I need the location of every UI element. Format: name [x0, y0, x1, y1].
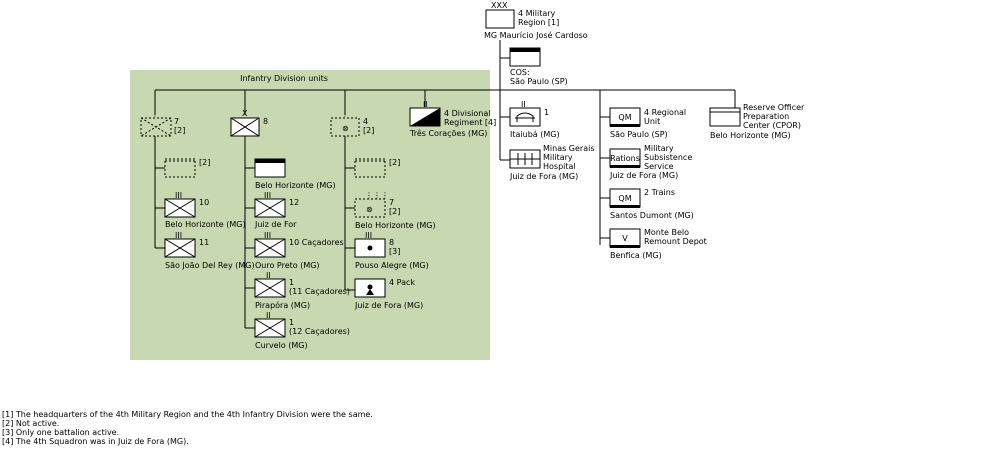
col3-label-1: 7	[389, 198, 394, 207]
col2-label2-3: (11 Caçadores)	[289, 287, 350, 296]
col1-place-1: Belo Horizonte (MG)	[165, 220, 246, 229]
cpor-symbol	[709, 107, 741, 127]
col5-symbol-3: V	[622, 234, 628, 243]
col4-label2-1: Military	[543, 153, 573, 162]
col2-place-1: Juiz de For	[254, 220, 297, 229]
col5-label2-3: Remount Depot	[644, 237, 707, 246]
col5-label-2: 2 Trains	[644, 188, 675, 197]
footnote-2: [2] Not active.	[2, 419, 60, 428]
svg-text:III: III	[365, 231, 372, 240]
col2-label-4: 1	[289, 318, 294, 327]
col1-label-0: [2]	[199, 158, 210, 167]
brigade-4-note: [2]	[363, 126, 374, 135]
cpor-place: Belo Horizonte (MG)	[710, 131, 791, 140]
col5-symbol-1: Rations	[610, 154, 640, 163]
cpor-line3: Center (CPOR)	[743, 121, 801, 130]
cos-bar	[510, 48, 540, 52]
col3-place-1: Belo Horizonte (MG)	[355, 221, 436, 230]
col5-label2-0: Unit	[644, 117, 660, 126]
cpor-line1: Reserve Officer	[743, 103, 805, 112]
col3-place-2: Pouso Alegre (MG)	[355, 261, 429, 270]
col5-place-3: Benfica (MG)	[610, 251, 662, 260]
col1-label-2: 11	[199, 238, 209, 247]
brigade-7-note: [2]	[174, 126, 185, 135]
footnotes: [1] The headquarters of the 4th Military…	[2, 410, 702, 446]
footnote-1: [1] The headquarters of the 4th Military…	[2, 410, 373, 419]
col3-label-0: [2]	[389, 158, 400, 167]
brigade-4-mark: ⊗	[342, 124, 349, 133]
col5-label3-1: Service	[644, 162, 674, 171]
svg-text:III: III	[264, 231, 271, 240]
col2-label-3: 1	[289, 278, 294, 287]
footnote-4: [4] The 4th Squadron was in Juiz de Fora…	[2, 437, 189, 446]
brigade-4-echelon: ⋮	[341, 109, 349, 118]
hq-commander: MG Maurício José Cardoso	[484, 30, 588, 40]
svg-text:III: III	[175, 231, 182, 240]
col2-place-3: Pirapóra (MG)	[255, 300, 310, 310]
hq-symbol	[485, 9, 515, 29]
div-regiment-fill	[410, 108, 440, 126]
hq-name-line1: 4 Military	[518, 9, 556, 18]
col2-label-2: 10 Caçadores	[289, 238, 344, 247]
col3-label2-1: [2]	[389, 207, 400, 216]
col5-label-3: Monte Belo	[644, 228, 689, 237]
col2-place-0: Belo Horizonte (MG)	[255, 181, 336, 190]
svg-text:II: II	[266, 271, 271, 280]
col4-place-1: Juiz de Fora (MG)	[509, 172, 578, 181]
col3-label2-2: [3]	[389, 247, 400, 256]
col1-label-1: 10	[199, 198, 209, 207]
footnote-3: [3] Only one battalion active.	[2, 428, 120, 437]
brigade-7-echelon: ⋮	[151, 109, 159, 118]
col1-place-2: São João Del Rey (MG)	[165, 261, 255, 270]
cpor-line2: Preparation	[743, 112, 789, 121]
col4-unit-0	[509, 107, 541, 127]
col3-label-3: 4 Pack	[389, 278, 415, 287]
col2-place-2: Ouro Preto (MG)	[255, 261, 320, 270]
col2-label-1: 12	[289, 198, 299, 207]
cos-line2: São Paulo (SP)	[510, 77, 568, 86]
col4-label3-1: Hospital	[543, 162, 576, 171]
div-regiment-line1: 4 Divisional	[444, 109, 490, 118]
col5-symbol-0: QM	[618, 113, 631, 122]
brigade-8-echelon: X	[242, 109, 248, 118]
hq-echelon: XXX	[491, 1, 508, 10]
col3-place-3: Juiz de Fora (MG)	[354, 301, 423, 310]
col5-symbol-2: QM	[618, 194, 631, 203]
col2-place-4: Curvelo (MG)	[255, 341, 308, 350]
svg-text:⊗: ⊗	[366, 205, 373, 214]
div-regiment-line2: Regiment [4]	[444, 118, 496, 127]
col2-label2-4: (12 Caçadores)	[289, 327, 350, 336]
svg-text:III: III	[264, 191, 271, 200]
col5-label-1: Military	[644, 144, 674, 153]
svg-text:II: II	[266, 311, 271, 320]
col4-label-0: 1	[544, 108, 549, 117]
brigade-4-num: 4	[363, 117, 368, 126]
brigade-8-num: 8	[263, 117, 268, 126]
hq-name-line2: Region [1]	[518, 18, 559, 27]
division-title: Infantry Division units	[240, 74, 328, 83]
col5-label2-1: Subsistence	[644, 153, 692, 162]
svg-text:II: II	[521, 100, 526, 109]
svg-text:III: III	[175, 191, 182, 200]
col5-label-0: 4 Regional	[644, 108, 686, 117]
svg-text:⋮⋮⋮: ⋮⋮⋮	[365, 191, 389, 200]
col5-place-1: Juiz de Fora (MG)	[609, 171, 678, 180]
col5-place-0: São Paulo (SP)	[610, 130, 668, 139]
div-regiment-place: Três Corações (MG)	[409, 128, 487, 138]
col4-label-1: Minas Gerais	[543, 144, 595, 153]
cos-line1: COS:	[510, 68, 530, 77]
col5-place-2: Santos Dumont (MG)	[610, 211, 694, 220]
col4-place-0: Itaiubá (MG)	[510, 130, 560, 139]
brigade-7-num: 7	[174, 117, 179, 126]
col3-label-2: 8	[389, 238, 394, 247]
div-regiment-echelon: II	[423, 100, 428, 109]
